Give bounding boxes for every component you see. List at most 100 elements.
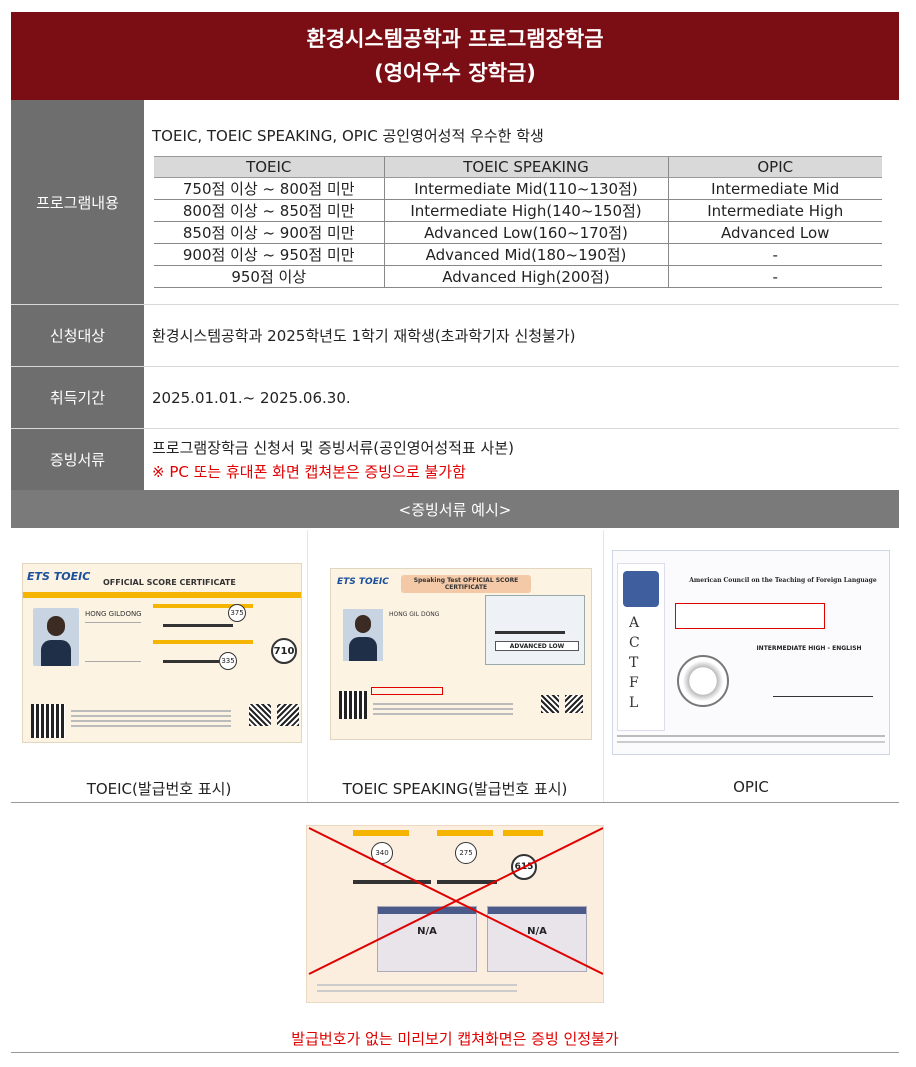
- fine-print: [71, 710, 231, 712]
- documents-label: 증빙서류: [11, 429, 144, 490]
- table-cell: Advanced High(200점): [383, 265, 668, 288]
- opic-certificate-image: A C T F L American Council on the Teachi…: [612, 550, 890, 755]
- cert-heading: OFFICIAL SCORE CERTIFICATE: [103, 578, 236, 587]
- column-divider: [307, 530, 308, 802]
- table-row: 800점 이상 ~ 850점 미만 Intermediate High(140~…: [154, 199, 882, 222]
- qr-code-icon: [31, 704, 65, 738]
- table-cell: -: [667, 265, 882, 288]
- fine-print: [373, 703, 513, 705]
- fine-print: [317, 984, 517, 986]
- score-table-header: TOEIC TOEIC SPEAKING OPIC: [154, 156, 882, 178]
- photo-icon: [343, 609, 383, 661]
- table-cell: Intermediate High(140~150점): [383, 199, 668, 222]
- program-row: 프로그램내용 TOEIC, TOEIC SPEAKING, OPIC 공인영어성…: [11, 100, 899, 305]
- period-row: 취득기간 2025.01.01.~ 2025.06.30.: [11, 367, 899, 429]
- table-row: 750점 이상 ~ 800점 미만 Intermediate Mid(110~1…: [154, 177, 882, 200]
- target-text: 환경시스템공학과 2025학년도 1학기 재학생(초과학기자 신청불가): [152, 326, 576, 345]
- speaking-score-box: [485, 595, 585, 665]
- qr-code-icon: [565, 695, 583, 713]
- cert-heading: American Council on the Teaching of Fore…: [689, 577, 877, 584]
- reading-bar: [153, 640, 253, 644]
- bottom-divider: [11, 1052, 899, 1053]
- invalid-cross-icon: [308, 827, 603, 975]
- cert-name: HONG GIL DONG: [389, 611, 440, 618]
- period-text: 2025.01.01.~ 2025.06.30.: [152, 388, 351, 407]
- table-cell: Intermediate Mid: [667, 177, 882, 200]
- cert-heading: Speaking Test OFFICIAL SCORE CERTIFICATE: [401, 575, 531, 593]
- table-cell: 800점 이상 ~ 850점 미만: [154, 199, 384, 222]
- signature: [773, 685, 873, 697]
- actfl-letters: A C T F L: [629, 615, 640, 711]
- cert-info-block: [85, 622, 141, 662]
- qr-code-icon: [541, 695, 559, 713]
- caption-toeic-speaking: TOEIC SPEAKING(발급번호 표시): [342, 780, 568, 798]
- documents-content: 프로그램장학금 신청서 및 증빙서류(공인영어성적표 사본) ※ PC 또는 휴…: [144, 429, 899, 490]
- caption-toeic: TOEIC(발급번호 표시): [86, 780, 232, 798]
- redacted-name-box: [675, 603, 825, 629]
- table-cell: -: [667, 243, 882, 266]
- target-content: 환경시스템공학과 2025학년도 1학기 재학생(초과학기자 신청불가): [144, 305, 899, 366]
- invalid-caption: 발급번호가 없는 미리보기 캡쳐화면은 증빙 인정불가: [291, 1030, 619, 1048]
- program-label: 프로그램내용: [11, 100, 144, 304]
- qr-code-icon: [277, 704, 299, 726]
- table-cell: 850점 이상 ~ 900점 미만: [154, 221, 384, 244]
- page-title: 환경시스템공학과 프로그램장학금: [306, 27, 604, 51]
- col-header-speaking: TOEIC SPEAKING: [383, 156, 668, 178]
- actfl-emblem-icon: [623, 571, 659, 607]
- reading-gauge: [163, 660, 219, 663]
- reading-score: 335: [219, 652, 237, 670]
- total-score: 710: [271, 638, 297, 664]
- col-header-toeic: TOEIC: [154, 156, 384, 178]
- qr-code-icon: [249, 704, 271, 726]
- cert-band: [23, 592, 301, 598]
- table-cell: Intermediate High: [667, 199, 882, 222]
- section-divider: [11, 802, 899, 803]
- issue-number-highlight: [371, 687, 443, 695]
- toeic-speaking-certificate-image: ETS TOEIC Speaking Test OFFICIAL SCORE C…: [330, 568, 592, 740]
- program-intro: TOEIC, TOEIC SPEAKING, OPIC 공인영어성적 우수한 학…: [152, 127, 544, 145]
- invalid-preview-image: 340 275 615 N/A N/A: [306, 825, 604, 1003]
- table-cell: 950점 이상: [154, 265, 384, 288]
- documents-warning: ※ PC 또는 휴대폰 화면 캡쳐본은 증빙으로 불가함: [152, 462, 466, 481]
- target-row: 신청대상 환경시스템공학과 2025학년도 1학기 재학생(초과학기자 신청불가…: [11, 305, 899, 367]
- table-cell: 750점 이상 ~ 800점 미만: [154, 177, 384, 200]
- col-header-opic: OPIC: [667, 156, 882, 178]
- table-cell: 900점 이상 ~ 950점 미만: [154, 243, 384, 266]
- table-row: 850점 이상 ~ 900점 미만 Advanced Low(160~170점)…: [154, 221, 882, 244]
- score-table: TOEIC TOEIC SPEAKING OPIC 750점 이상 ~ 800점…: [154, 156, 882, 288]
- listening-score: 375: [228, 604, 246, 622]
- documents-row: 증빙서류 프로그램장학금 신청서 및 증빙서류(공인영어성적표 사본) ※ PC…: [11, 429, 899, 490]
- score-gauge: [437, 880, 497, 884]
- examples-title: <증빙서류 예시>: [11, 490, 899, 528]
- seal-icon: [677, 655, 729, 707]
- period-content: 2025.01.01.~ 2025.06.30.: [144, 367, 899, 428]
- caption-opic: OPIC: [733, 778, 769, 796]
- opic-level: INTERMEDIATE HIGH - ENGLISH: [756, 645, 862, 652]
- page-subtitle: (영어우수 장학금): [374, 61, 536, 85]
- listening-band: [353, 830, 409, 836]
- documents-text: 프로그램장학금 신청서 및 증빙서류(공인영어성적표 사본): [152, 438, 514, 457]
- column-divider: [603, 530, 604, 802]
- ets-toeic-logo: ETS TOEIC: [27, 570, 91, 583]
- program-content: TOEIC, TOEIC SPEAKING, OPIC 공인영어성적 우수한 학…: [144, 100, 899, 304]
- reading-band: [437, 830, 493, 836]
- cert-name: HONG GILDONG: [85, 610, 142, 618]
- toeic-certificate-image: ETS TOEIC OFFICIAL SCORE CERTIFICATE HON…: [22, 563, 302, 743]
- speaking-level: ADVANCED LOW: [495, 641, 579, 651]
- ets-toeic-logo: ETS TOEIC: [337, 577, 389, 587]
- page-header: 환경시스템공학과 프로그램장학금 (영어우수 장학금): [11, 12, 899, 100]
- table-cell: Advanced Low(160~170점): [383, 221, 668, 244]
- fine-print: [617, 735, 885, 737]
- score-gauge: [353, 880, 431, 884]
- reading-score: 275: [455, 842, 477, 864]
- table-cell: Advanced Low: [667, 221, 882, 244]
- speaking-gauge: [495, 631, 565, 634]
- writing-panel: N/A: [487, 906, 587, 972]
- table-row: 900점 이상 ~ 950점 미만 Advanced Mid(180~190점)…: [154, 243, 882, 266]
- listening-bar: [153, 604, 253, 608]
- table-cell: Intermediate Mid(110~130점): [383, 177, 668, 200]
- listening-gauge: [163, 624, 233, 627]
- total-band: [503, 830, 543, 836]
- period-label: 취득기간: [11, 367, 144, 428]
- photo-icon: [33, 608, 79, 666]
